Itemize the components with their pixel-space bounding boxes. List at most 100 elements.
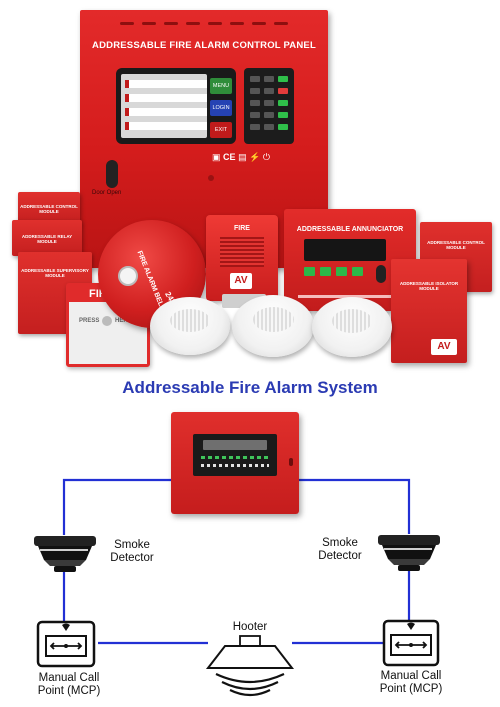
mcp-label-left: Manual Call Point (MCP) [24, 672, 114, 698]
control-panel: ADDRESSABLE FIRE ALARM CONTROL PANEL MEN… [80, 10, 328, 268]
vent-slot [142, 22, 156, 25]
key[interactable] [264, 124, 274, 130]
loop-wire [62, 478, 411, 645]
lcd-screen [121, 74, 207, 138]
smoke-detector-icon [34, 536, 96, 572]
menu-button[interactable]: MENU [210, 78, 232, 94]
exit-button[interactable]: EXIT [210, 122, 232, 138]
annunciator-label: ADDRESSABLE ANNUNCIATOR [296, 226, 404, 233]
keypad [244, 68, 294, 144]
panel-led-row [201, 456, 269, 459]
key[interactable] [264, 76, 274, 82]
strobe-label: FIRE [234, 225, 250, 232]
detector-vents [252, 307, 294, 333]
label-line: Point (MCP) [37, 685, 101, 697]
fire-alarm-bell: FIRE ALARM BELL 24V DC [98, 220, 206, 328]
key[interactable] [278, 124, 288, 130]
smoke-detector-product [232, 295, 314, 357]
key[interactable] [250, 124, 260, 130]
label-line: Smoke [114, 539, 150, 551]
smoke-detector-label-left: Smoke Detector [96, 539, 168, 565]
module-label: ADDRESSABLE SUPERVISORY MODULE [21, 268, 89, 278]
vent-slot [186, 22, 200, 25]
mcp-label-right: Manual Call Point (MCP) [364, 670, 458, 696]
module-label: ADDRESSABLE CONTROL MODULE [20, 204, 78, 214]
label-line: Point (MCP) [379, 683, 443, 695]
lcd-row [125, 94, 207, 102]
smoke-detector-product [312, 297, 392, 357]
door-open-label: Door Open [92, 190, 122, 196]
door-handle [289, 458, 293, 466]
ce-mark-icon: CE [223, 152, 236, 162]
login-button[interactable]: LOGIN [210, 100, 232, 116]
diagram-title: Addressable Fire Alarm System [122, 378, 378, 397]
label-line: Manual Call [380, 670, 442, 682]
certificate-icon: ▣ [212, 152, 221, 162]
vent-slot [230, 22, 244, 25]
key[interactable] [278, 88, 288, 94]
control-panel-diagram [171, 412, 299, 514]
panel-key-row [201, 464, 269, 467]
buzzer-icon [208, 175, 214, 181]
key[interactable] [278, 112, 288, 118]
key-lock-icon[interactable] [376, 265, 386, 283]
annunciator-key[interactable] [352, 267, 363, 276]
key[interactable] [250, 76, 260, 82]
relay-module: ADDRESSABLE RELAY MODULE [12, 220, 82, 256]
hooter-icon [205, 635, 295, 697]
key[interactable] [278, 76, 288, 82]
press-button[interactable] [102, 316, 112, 326]
annunciator-key[interactable] [320, 267, 331, 276]
manual-call-point-icon [36, 620, 96, 668]
lcd-row [125, 122, 207, 130]
vent-slot [252, 22, 266, 25]
annunciator-display [304, 239, 386, 261]
label-line: Smoke [322, 537, 358, 549]
lcd-row [125, 108, 207, 116]
vent-slot [208, 22, 222, 25]
key[interactable] [250, 88, 260, 94]
certification-marks: ▣ CE ▤ ⚡ ⏻ [212, 152, 302, 166]
smoke-detector-label-right: Smoke Detector [302, 537, 378, 563]
mcp-press-label: PRESS [79, 318, 100, 324]
bell-hub [118, 266, 138, 286]
speaker-grill [220, 237, 264, 267]
key[interactable] [250, 100, 260, 106]
manual-call-point-icon [382, 619, 440, 667]
brand-logo: AV [230, 273, 252, 289]
brand-logo: AV [431, 339, 457, 355]
lcd-frame: MENU LOGIN EXIT [116, 68, 236, 144]
detector-vents [170, 308, 210, 332]
control-module: ADDRESSABLE CONTROL MODULE [18, 192, 80, 224]
module-label: ADDRESSABLE RELAY MODULE [21, 234, 73, 244]
key-lock-icon[interactable] [106, 160, 118, 188]
detector-vents [332, 309, 372, 333]
panel-lcd [203, 440, 267, 450]
annunciator-key[interactable] [304, 267, 315, 276]
certificate-icon: ▤ [238, 152, 247, 162]
key[interactable] [264, 100, 274, 106]
key[interactable] [264, 112, 274, 118]
vent-slot [120, 22, 134, 25]
panel-title: ADDRESSABLE FIRE ALARM CONTROL PANEL [92, 40, 316, 51]
vent-slot [164, 22, 178, 25]
heat-detector [150, 297, 230, 355]
lightning-icon: ⚡ [249, 152, 261, 162]
key[interactable] [250, 112, 260, 118]
module-label: ADDRESSABLE CONTROL MODULE [427, 240, 485, 250]
module-label: ADDRESSABLE ISOLATOR MODULE [399, 281, 459, 291]
annunciator-key[interactable] [336, 267, 347, 276]
key[interactable] [264, 88, 274, 94]
label-line: Detector [110, 552, 154, 564]
label-line: Manual Call [38, 672, 100, 684]
mcp-here-label: HERE [115, 318, 132, 324]
product-photo: ADDRESSABLE FIRE ALARM CONTROL PANEL MEN… [12, 10, 492, 367]
vent-slot [274, 22, 288, 25]
hooter-label: Hooter [232, 621, 268, 633]
key[interactable] [278, 100, 288, 106]
smoke-detector-icon [378, 535, 440, 571]
label-line: Detector [318, 550, 362, 562]
annunciator-footnote [298, 295, 402, 298]
power-icon: ⏻ [262, 152, 270, 162]
